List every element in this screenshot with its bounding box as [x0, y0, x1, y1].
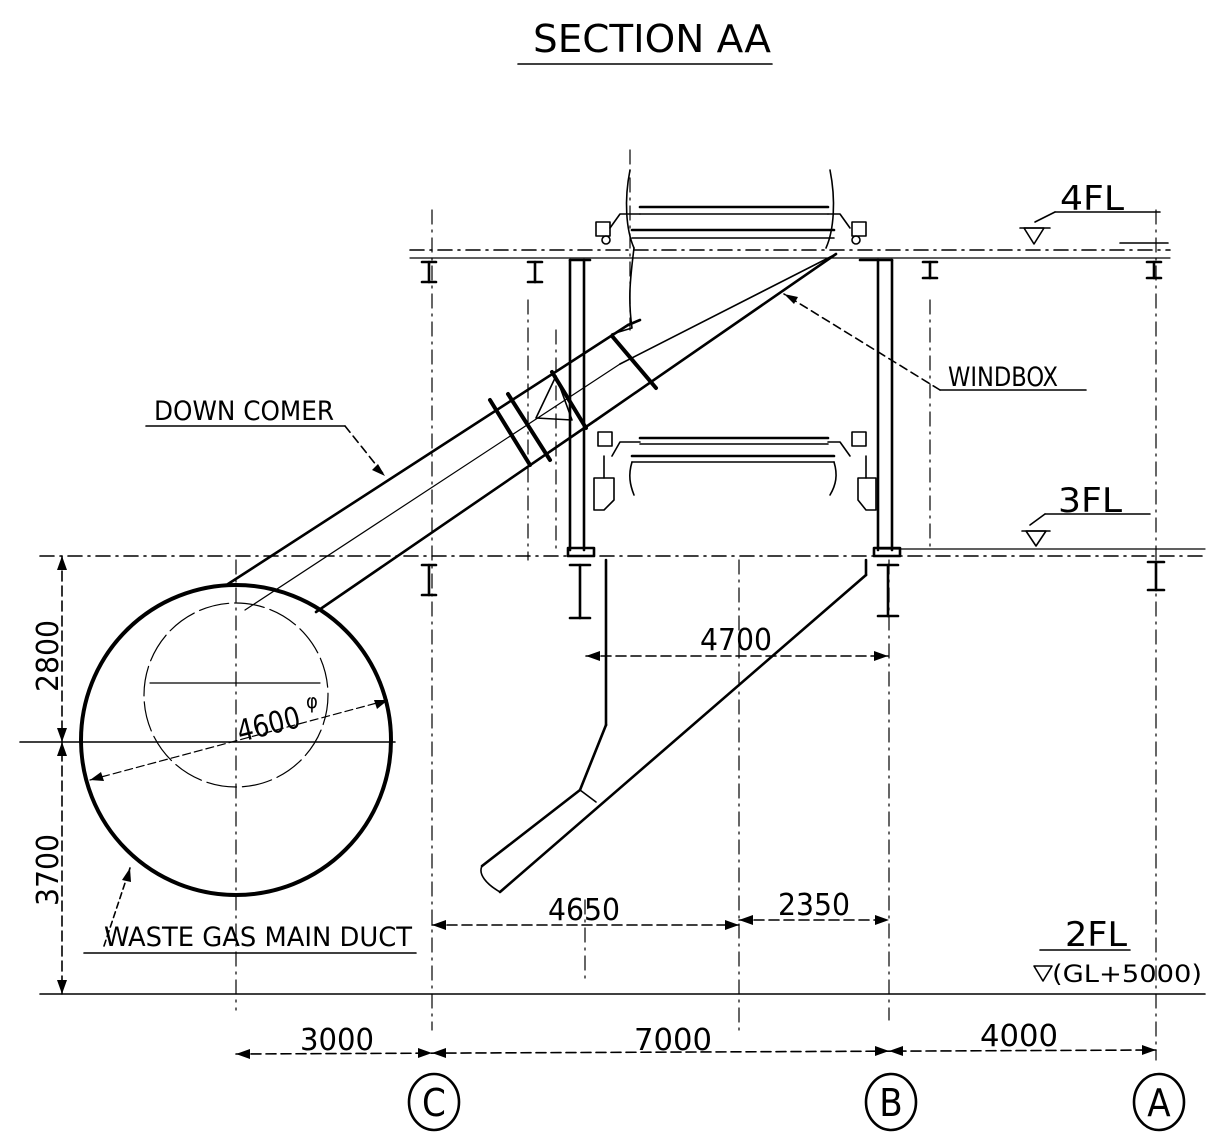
i-beam-3fl-a: [1146, 560, 1166, 592]
drawing-title: SECTION AA: [533, 17, 772, 61]
down-comer-duct[interactable]: [226, 252, 838, 614]
i-beam-4fl-c: [420, 260, 438, 284]
windbox-leader: [783, 293, 941, 391]
axis-b-label: B: [879, 1081, 902, 1125]
frame-column-right: [858, 258, 902, 558]
floor-4fl-level-marker: [1023, 227, 1045, 245]
floor-3fl-level-marker: [1025, 530, 1047, 547]
waste-gas-duct-inner-dashed: [143, 602, 329, 788]
dim-3700: 3700: [31, 834, 66, 906]
waste-gas-duct-leader: [103, 867, 131, 947]
dim-2800: 2800: [31, 620, 66, 692]
windbox-label: WINDBOX: [948, 362, 1058, 393]
floor-2fl-level-marker: [1033, 965, 1053, 982]
i-beam-4fl-a: [1145, 260, 1163, 280]
axis-c-bubble[interactable]: C: [407, 1072, 461, 1132]
dim-4000: 4000: [980, 1019, 1058, 1054]
floor-2fl-elevation: (GL+5000): [1052, 960, 1202, 988]
dim-3000: 3000: [300, 1023, 374, 1058]
diameter-arrow-left: [90, 772, 104, 781]
i-beam-4fl-right: [921, 260, 939, 280]
down-comer-flanges: [488, 334, 658, 467]
axis-a-label: A: [1147, 1081, 1171, 1125]
duct-diameter-symbol: φ: [306, 689, 318, 713]
dim-4650: 4650: [548, 893, 620, 928]
i-beam-4fl-left: [526, 260, 544, 284]
down-comer-label: DOWN COMER: [154, 396, 334, 427]
dim-bottom-line: [235, 1049, 1157, 1055]
axis-b-bubble[interactable]: B: [864, 1072, 918, 1132]
axis-a-bubble[interactable]: A: [1132, 1072, 1186, 1132]
axis-c-label: C: [422, 1081, 446, 1125]
dim-7000: 7000: [634, 1023, 712, 1058]
i-beam-3fl-right: [876, 563, 900, 618]
floor-3fl-label: 3FL: [1058, 481, 1122, 521]
floor-4fl-label: 4FL: [1060, 179, 1124, 219]
i-beam-3fl-left: [568, 563, 592, 620]
waste-gas-main-duct[interactable]: [79, 583, 393, 897]
waste-gas-duct-label: WASTE GAS MAIN DUCT: [104, 922, 412, 953]
floor-2fl-label: 2FL: [1065, 915, 1127, 955]
down-comer-damper: [535, 375, 573, 421]
lower-branch-duct: [480, 558, 868, 894]
windbox-upper: [595, 169, 867, 249]
floor-4fl-leader: [1034, 211, 1056, 223]
windbox-lower: [593, 431, 877, 511]
i-beam-3fl-c: [420, 563, 438, 597]
diameter-arrow-right: [374, 700, 388, 709]
diameter-dim-line: [89, 699, 389, 781]
windbox-upper-skirt: [611, 247, 635, 335]
dim-4700: 4700: [700, 623, 772, 658]
dim-2350: 2350: [778, 888, 850, 923]
